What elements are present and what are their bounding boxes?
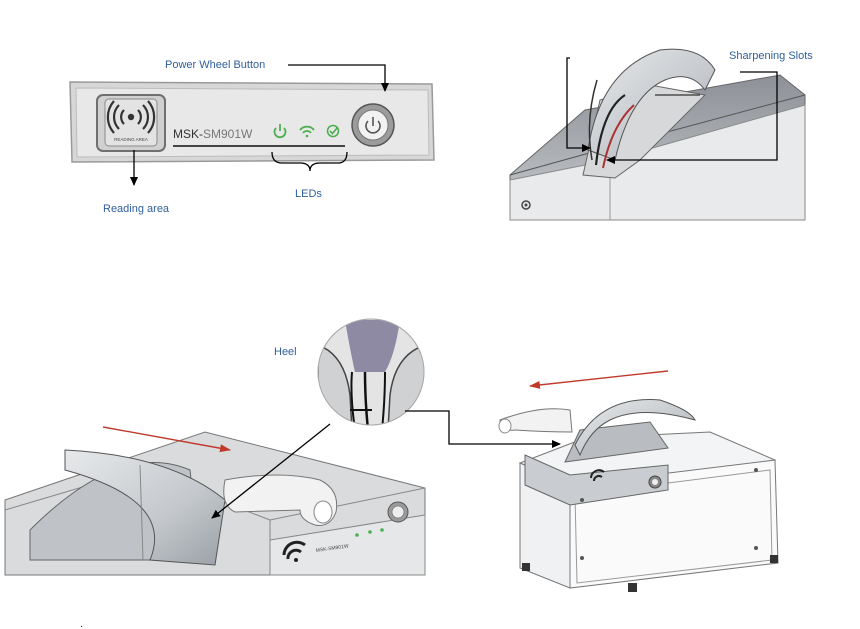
callout-leds: LEDs <box>295 188 322 200</box>
callout-heel: Heel <box>274 346 297 358</box>
full-machine-illustration <box>498 399 779 592</box>
callout-sharpening-slots: Sharpening Slots <box>729 50 813 62</box>
sharpening-slots-illustration <box>509 48 806 221</box>
heel-zoom-circle <box>317 318 425 426</box>
control-panel-illustration: READING AREA MSK-SM901W <box>69 81 435 163</box>
reader-caption: READING AREA <box>114 137 148 142</box>
callout-reading-area: Reading area <box>103 203 170 215</box>
power-wheel-button <box>351 103 395 147</box>
knife-in-slot-illustration: MSK-SM901W <box>4 431 426 576</box>
callout-lines-slots <box>566 57 778 164</box>
check-icon <box>326 124 340 138</box>
page-edge-mark: · <box>80 621 83 629</box>
callout-lines-panel <box>130 64 389 186</box>
heel-pointer <box>211 423 331 519</box>
direction-arrow-left <box>529 370 669 389</box>
callout-power-wheel-button: Power Wheel Button <box>165 59 265 71</box>
model-label: MSK-SM901W <box>173 127 253 141</box>
heel-connector-line <box>405 410 561 448</box>
wifi-icon <box>590 469 605 482</box>
nfc-wave-icon <box>106 100 156 134</box>
power-icon <box>273 124 287 139</box>
svg-text:MSK-SM901W: MSK-SM901W <box>315 543 349 554</box>
wifi-icon <box>299 125 315 138</box>
power-wheel-button <box>387 501 409 523</box>
wifi-icon <box>282 540 306 562</box>
direction-arrow-right <box>102 426 231 453</box>
